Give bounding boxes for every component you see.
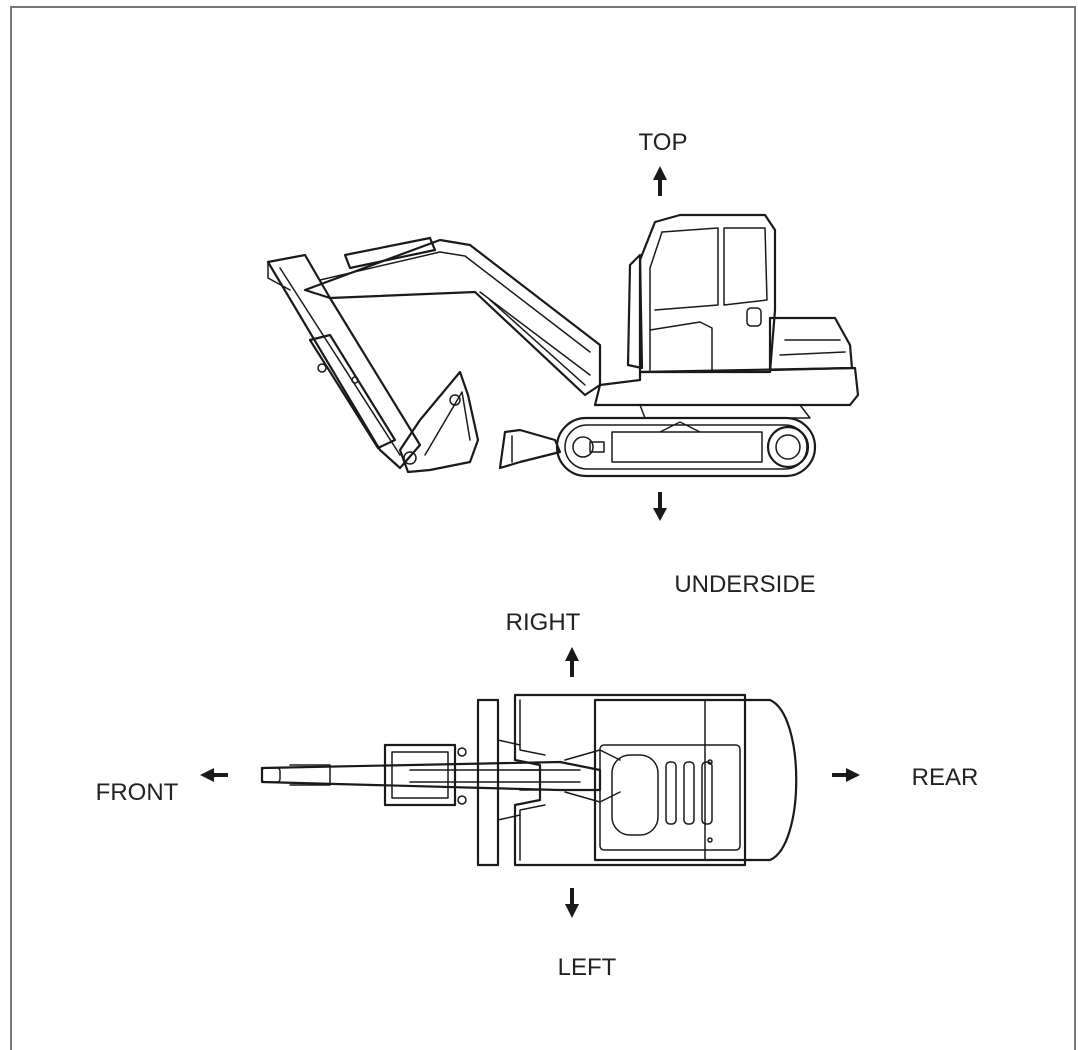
- top-arrow: [653, 166, 667, 196]
- underside-arrow: [653, 492, 667, 521]
- diagram-frame: [10, 6, 1076, 1050]
- rear-arrow: [832, 768, 860, 782]
- front-arrow: [200, 768, 228, 782]
- underside-label: UNDERSIDE: [674, 571, 815, 598]
- top-label: TOP: [639, 129, 688, 156]
- left-label: LEFT: [558, 954, 617, 981]
- left-arrow: [565, 888, 579, 918]
- right-arrow: [565, 647, 579, 677]
- right-label: RIGHT: [506, 609, 581, 636]
- rear-label: REAR: [912, 764, 979, 791]
- front-label: FRONT: [96, 779, 179, 806]
- excavator-side-view: [266, 213, 860, 478]
- excavator-top-view: [260, 693, 798, 867]
